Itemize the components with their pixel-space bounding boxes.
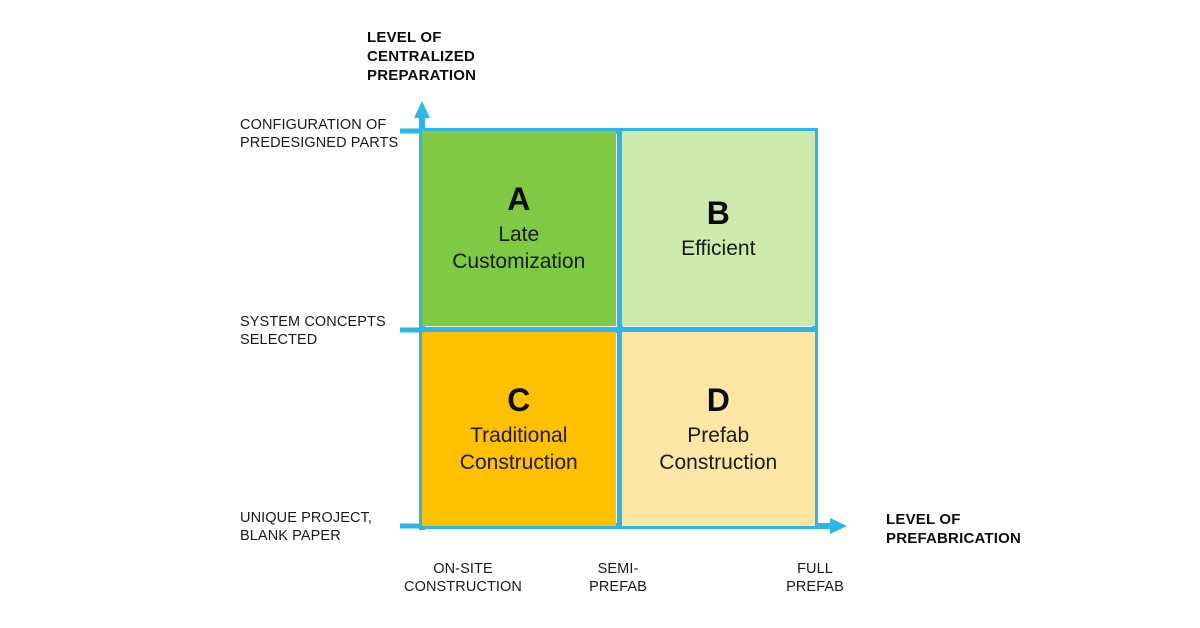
quadrant-c: C Traditional Construction — [422, 331, 616, 526]
quadrant-b: B Efficient — [621, 131, 815, 326]
y-tick-label-middle: SYSTEM CONCEPTS SELECTED — [240, 314, 386, 348]
x-axis-arrow-icon — [830, 518, 847, 534]
quadrant-b-letter: B — [706, 194, 730, 231]
quadrant-d-label: Prefab Construction — [659, 423, 778, 474]
quadrant-b-label: Efficient — [681, 236, 756, 260]
quadrant-a: A Late Customization — [422, 131, 616, 326]
quadrant-matrix: A Late Customization B Efficient C Tradi… — [422, 131, 815, 526]
quadrant-d: D Prefab Construction — [621, 331, 815, 526]
x-tick-label-right: FULL PREFAB — [786, 561, 844, 595]
quadrant-a-letter: A — [507, 181, 531, 218]
quadrant-d-letter: D — [706, 381, 730, 418]
y-axis-title: LEVEL OF CENTRALIZED PREPARATION — [367, 29, 477, 84]
x-tick-label-middle: SEMI- PREFAB — [589, 561, 647, 595]
y-tick-label-bottom: UNIQUE PROJECT, BLANK PAPER — [240, 510, 373, 544]
quadrant-a-label: Late Customization — [452, 223, 586, 274]
quadrant-c-letter: C — [507, 381, 531, 418]
quadrant-c-label: Traditional Construction — [459, 423, 578, 474]
x-tick-label-left: ON-SITE CONSTRUCTION — [404, 561, 522, 595]
y-axis-arrow-icon — [414, 101, 430, 118]
x-axis-title: LEVEL OF PREFABRICATION — [886, 511, 1022, 547]
y-tick-label-top: CONFIGURATION OF PREDESIGNED PARTS — [240, 117, 399, 151]
